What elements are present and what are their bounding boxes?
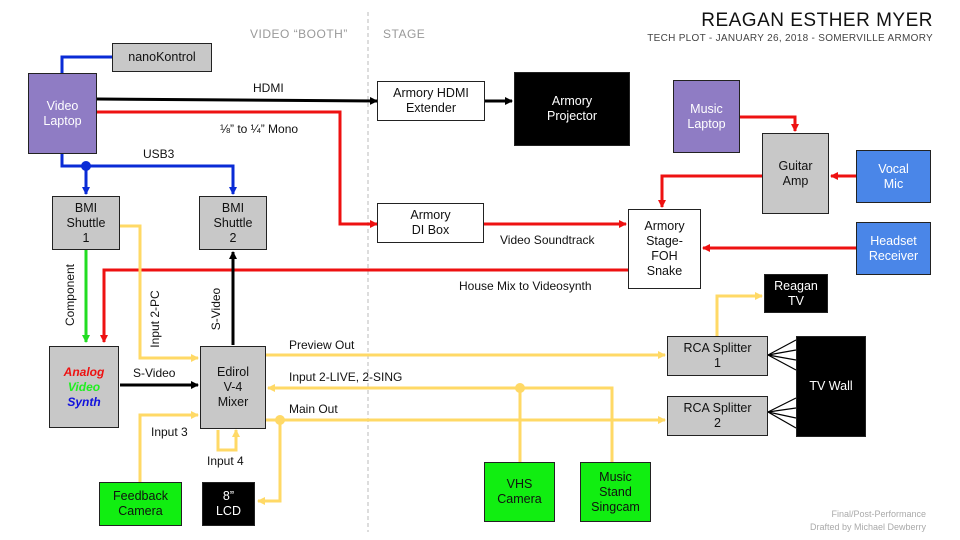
headset-receiver-node: Headset Receiver <box>856 222 931 275</box>
nanokontrol-node: nanoKontrol <box>112 43 212 72</box>
video-soundtrack-label: Video Soundtrack <box>500 233 595 247</box>
mono-label: ⅛” to ¼” Mono <box>220 122 299 136</box>
music-laptop-node: Music Laptop <box>673 80 740 153</box>
armory-snake-node: Armory Stage- FOH Snake <box>628 209 701 289</box>
usb3-label: USB3 <box>143 147 175 161</box>
video-laptop-node: Video Laptop <box>28 73 97 154</box>
page-title: REAGAN ESTHER MYER <box>701 10 933 31</box>
tv-wall-node: TV Wall <box>796 336 866 437</box>
music-stand-singcam-node: Music Stand Singcam <box>580 462 651 522</box>
analog-video-synth-node: Analog Video Synth <box>49 346 119 428</box>
rca-splitter-2-node: RCA Splitter 2 <box>667 396 768 436</box>
vocal-mic-node: Vocal Mic <box>856 150 931 203</box>
usb-wire-nanokontrol <box>60 55 112 73</box>
zone-label-booth: VIDEO “BOOTH” <box>250 27 348 41</box>
vhs-camera-node: VHS Camera <box>484 462 555 522</box>
svideo-vertical-label: S-Video <box>209 287 223 331</box>
bmi-shuttle-2-node: BMI Shuttle 2 <box>199 196 267 250</box>
lcd-8-node: 8” LCD <box>202 482 255 526</box>
synth-label-video: Video <box>67 379 101 394</box>
tv-wall-fanout <box>767 339 797 429</box>
house-mix-label: House Mix to Videosynth <box>459 279 592 293</box>
reagan-tv-node: Reagan TV <box>764 274 828 313</box>
hdmi-wire-1 <box>96 96 378 105</box>
credits-status: Final/Post-Performance <box>831 509 926 519</box>
bmi-shuttle-1-node: BMI Shuttle 1 <box>52 196 120 250</box>
edirol-mixer-node: Edirol V-4 Mixer <box>200 346 266 429</box>
usb3-shuttle2-wire <box>86 164 237 195</box>
feedback-camera-node: Feedback Camera <box>99 482 182 526</box>
armory-di-box-node: Armory DI Box <box>377 203 484 243</box>
usb3-junction <box>81 161 91 171</box>
lcd-wire <box>257 420 282 505</box>
guitar-amp-node: Guitar Amp <box>762 133 829 214</box>
input-3-wire <box>138 411 199 482</box>
main-out-junction <box>275 415 285 425</box>
preview-out-label: Preview Out <box>289 338 355 352</box>
music-laptop-wire <box>740 115 799 132</box>
mono-audio-wire <box>97 110 378 228</box>
armory-projector-node: Armory Projector <box>514 72 630 146</box>
house-mix-wire <box>100 268 628 343</box>
input-2-pc-label: Input 2-PC <box>148 290 162 348</box>
guitar-amp-wire <box>658 174 762 208</box>
input-4-wire <box>216 429 240 452</box>
zone-label-stage: STAGE <box>383 27 426 41</box>
input-3-label: Input 3 <box>151 425 188 439</box>
synth-label-analog: Analog <box>63 364 105 379</box>
page-subtitle: TECH PLOT - JANUARY 26, 2018 - SOMERVILL… <box>647 33 933 44</box>
svideo-label: S-Video <box>133 366 176 380</box>
component-label: Component <box>63 263 77 327</box>
credits: Final/Post-Performance Drafted by Michae… <box>810 508 926 534</box>
main-out-label: Main Out <box>289 402 338 416</box>
credits-author: Drafted by Michael Dewberry <box>809 522 926 532</box>
live-junction <box>515 383 525 393</box>
input-4-label: Input 4 <box>207 454 244 468</box>
reagan-tv-wire <box>715 292 763 338</box>
armory-hdmi-extender-node: Armory HDMI Extender <box>377 81 485 121</box>
input-2-live-label: Input 2-LIVE, 2-SING <box>289 370 403 384</box>
hdmi-label: HDMI <box>253 81 284 95</box>
synth-label-synth: Synth <box>67 394 101 409</box>
input-2-pc-wire <box>120 224 199 362</box>
singcam-wire <box>520 386 614 462</box>
rca-splitter-1-node: RCA Splitter 1 <box>667 336 768 376</box>
